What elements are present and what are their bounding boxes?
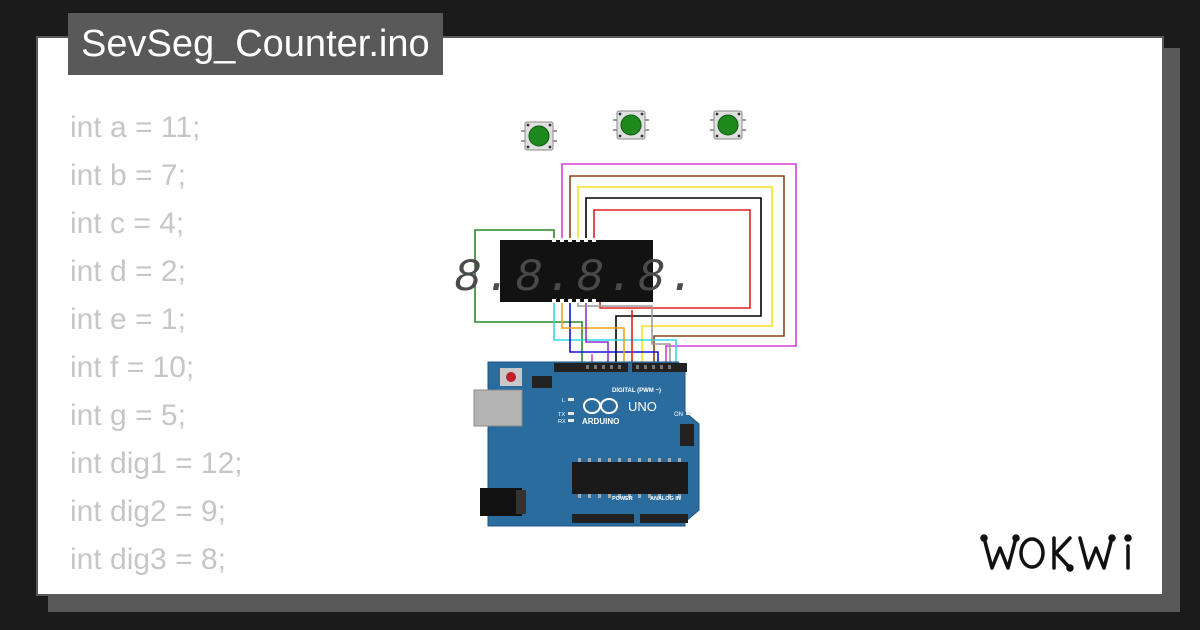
l-led-label: L	[562, 398, 565, 404]
code-line: int dig2 = 9;	[70, 495, 226, 528]
pushbutton-2[interactable]	[613, 110, 649, 140]
analog-header-label: ANALOG IN	[650, 496, 681, 502]
wokwi-logo[interactable]	[980, 534, 1132, 572]
wire-purple	[585, 300, 609, 364]
pushbutton-3[interactable]	[710, 110, 746, 140]
board-model-label: UNO	[628, 399, 657, 414]
code-line: int c = 4;	[70, 207, 185, 240]
code-line: int e = 1;	[70, 303, 186, 336]
code-preview: int a = 11; int b = 7; int c = 4; int d …	[70, 104, 243, 594]
file-title-tab[interactable]: SevSeg_Counter.ino	[68, 13, 443, 75]
code-line: int g = 5;	[70, 399, 186, 432]
tx-led-label: TX	[558, 412, 565, 418]
seven-segment-display[interactable]: 8.8.8.8.	[454, 238, 699, 304]
rx-led-label: RX	[558, 419, 566, 425]
pushbutton-1[interactable]	[521, 121, 557, 151]
code-line: int d = 2;	[70, 255, 186, 288]
file-title: SevSeg_Counter.ino	[81, 23, 430, 65]
code-line: int b = 7;	[70, 159, 186, 192]
project-card[interactable]: int a = 11; int b = 7; int c = 4; int d …	[36, 36, 1164, 596]
wire-cyan	[553, 300, 677, 364]
code-line: int dig4 = 6;	[70, 584, 243, 594]
wire-magenta	[561, 163, 797, 364]
wire-orange	[561, 300, 625, 364]
wire-yellow	[577, 186, 773, 364]
on-led-label: ON	[674, 412, 683, 418]
code-line: int dig1 = 12;	[70, 447, 243, 480]
arduino-uno-board[interactable]: UNO ARDUINO DIGITAL (PWM ~) POWER ANALOG…	[473, 361, 700, 527]
wires	[474, 163, 797, 364]
wire-black	[585, 197, 762, 364]
board-brand-label: ARDUINO	[582, 417, 619, 426]
arduino-logo-icon	[583, 398, 618, 414]
wire-gray	[577, 300, 671, 364]
code-line: int f = 10;	[70, 351, 195, 384]
power-header-label: POWER	[612, 496, 633, 502]
code-line: int a = 11;	[70, 111, 201, 144]
wire-green	[474, 229, 583, 364]
wire-blue	[569, 300, 659, 364]
circuit-diagram: 8.8.8.8.	[454, 110, 1132, 572]
display-digits: 8.8.8.8.	[454, 252, 699, 304]
digital-header-label: DIGITAL (PWM ~)	[612, 388, 661, 394]
code-line: int dig3 = 8;	[70, 543, 226, 576]
